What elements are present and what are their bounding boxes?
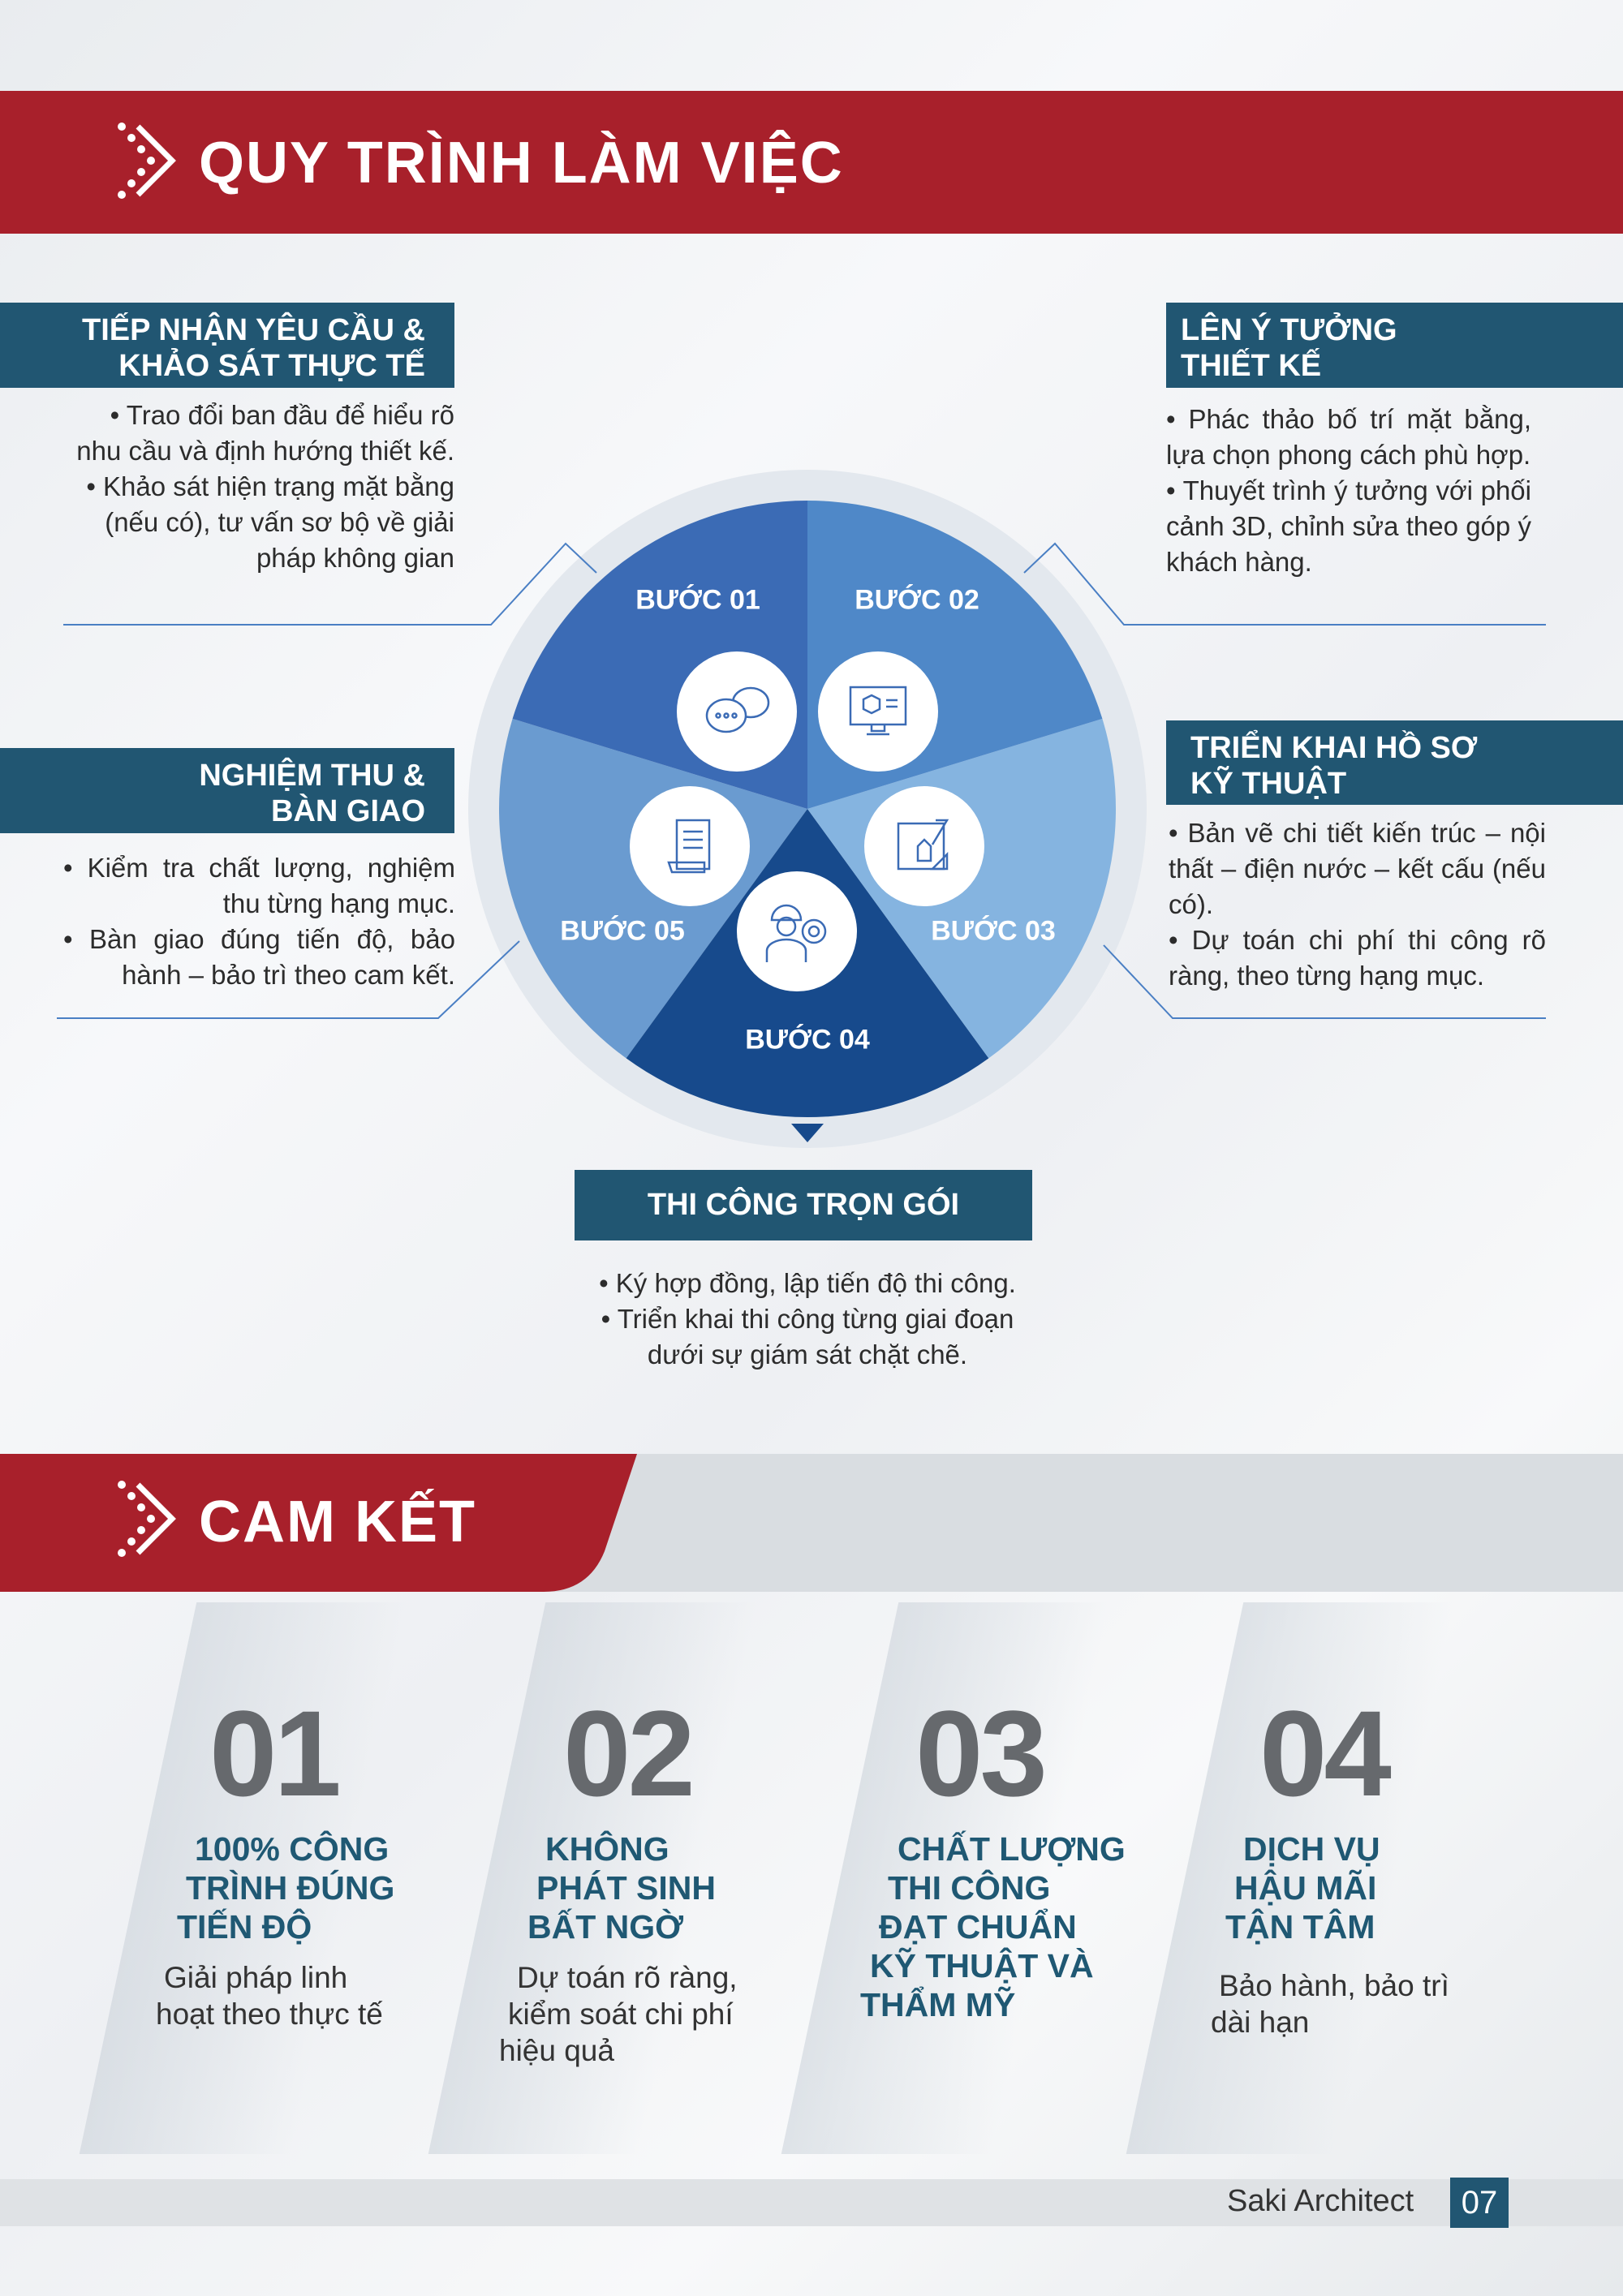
- heading-line: KHÔNG: [545, 1830, 669, 1868]
- chat-bubbles-icon: [677, 651, 797, 772]
- process-title: QUY TRÌNH LÀM VIỆC: [199, 131, 844, 196]
- chevron-arrows-icon: [118, 1481, 176, 1557]
- heading-line: ĐẠT CHUẨN: [879, 1908, 1077, 1946]
- step3-description: • Bản vẽ chi tiết kiến trúc – nội thất –…: [1169, 815, 1546, 994]
- bullet: • Phác thảo bố trí mặt bằng, lựa chọn ph…: [1166, 404, 1531, 470]
- document-icon: [630, 786, 750, 906]
- heading-line: BÀN GIAO: [271, 794, 425, 828]
- step1-description: • Trao đổi ban đầu để hiểu rõ nhu cầu và…: [65, 398, 454, 576]
- commitment-number: 02: [563, 1685, 695, 1821]
- heading-line: NGHIỆM THU &: [199, 759, 425, 793]
- step-label-04: BƯỚC 04: [745, 1024, 870, 1056]
- commitment-title: CAM KẾT: [199, 1490, 476, 1554]
- footer-strip: [0, 2179, 1623, 2226]
- bullet: • Thuyết trình ý tưởng với phối cảnh 3D,…: [1166, 475, 1531, 577]
- heading-line: THI CÔNG TRỌN GÓI: [647, 1188, 960, 1222]
- heading-line: BẤT NGỜ: [527, 1908, 684, 1946]
- step-label-02: BƯỚC 02: [855, 584, 979, 616]
- footer-brand: Saki Architect: [1227, 2184, 1414, 2218]
- step4-description: • Ký hợp đồng, lập tiến độ thi công. • Tr…: [519, 1266, 1096, 1373]
- heading-line: KHẢO SÁT THỰC TẾ: [118, 349, 425, 383]
- bullet: • Kiểm tra chất lượng, nghiệm thu từng h…: [63, 853, 455, 918]
- step1-heading: TIẾP NHẬN YÊU CẦU &KHẢO SÁT THỰC TẾ: [0, 303, 454, 388]
- bullet: • Bản vẽ chi tiết kiến trúc – nội thất –…: [1169, 818, 1546, 919]
- step5-heading: NGHIỆM THU &BÀN GIAO: [0, 748, 454, 833]
- computer-3d-design-icon: [818, 651, 938, 772]
- bullet: • Triển khai thi công từng giai đoạn: [601, 1304, 1014, 1334]
- heading-line: KỸ THUẬT VÀ: [870, 1947, 1094, 1984]
- commitment-band-red: [0, 1454, 637, 1592]
- heading-line: CHẤT LƯỢNG: [898, 1830, 1126, 1868]
- commitment-text: Bảo hành, bảo trì dài hạn: [1211, 1967, 1449, 2040]
- bullet: • Ký hợp đồng, lập tiến độ thi công.: [599, 1268, 1016, 1298]
- engineer-gear-icon: [737, 871, 857, 991]
- page-number: 07: [1450, 2178, 1509, 2228]
- connector-line-step3: [1103, 944, 1546, 1019]
- bullet: • Bàn giao đúng tiến độ, bảo hành – bảo …: [63, 924, 455, 990]
- text-line: kiểm soát chi phí: [508, 1997, 734, 2031]
- wheel-pointer: [791, 1124, 824, 1142]
- step4-heading: THI CÔNG TRỌN GÓI: [575, 1170, 1032, 1240]
- heading-line: TIẾN ĐỘ: [177, 1908, 312, 1946]
- heading-line: KỸ THUẬT: [1190, 767, 1347, 801]
- heading-line: THIẾT KẾ: [1181, 349, 1322, 383]
- heading-line: HẬU MÃI: [1234, 1869, 1377, 1907]
- heading-line: DỊCH VỤ: [1243, 1830, 1380, 1868]
- step2-description: • Phác thảo bố trí mặt bằng, lựa chọn ph…: [1166, 402, 1531, 580]
- commitment-number: 04: [1259, 1685, 1392, 1821]
- commitment-number: 03: [915, 1685, 1048, 1821]
- commitment-number: 01: [209, 1685, 342, 1821]
- heading-line: PHÁT SINH: [536, 1869, 716, 1907]
- text-line: hoạt theo thực tế: [156, 1997, 383, 2031]
- connector-line-step1: [63, 542, 597, 626]
- text-line: Bảo hành, bảo trì: [1219, 1969, 1449, 2002]
- connector-line-step2: [1023, 542, 1546, 626]
- heading-line: 100% CÔNG: [195, 1830, 390, 1868]
- bullet: • Trao đổi ban đầu để hiểu rõ nhu cầu và…: [76, 400, 454, 466]
- bullet: • Khảo sát hiện trạng mặt bằng (nếu có),…: [86, 471, 454, 573]
- text-line: dài hạn: [1211, 2006, 1310, 2039]
- blueprint-drawing-icon: [864, 786, 984, 906]
- chevron-arrows-icon: [118, 123, 176, 199]
- bullet: dưới sự giám sát chặt chẽ.: [647, 1339, 968, 1369]
- step-label-01: BƯỚC 01: [635, 584, 760, 616]
- step5-description: • Kiểm tra chất lượng, nghiệm thu từng h…: [63, 850, 455, 993]
- process-header-band: [0, 91, 1623, 234]
- bullet: • Dự toán chi phí thi công rõ ràng, theo…: [1169, 925, 1546, 991]
- heading-line: TIẾP NHẬN YÊU CẦU &: [82, 313, 425, 347]
- heading-line: TRÌNH ĐÚNG: [186, 1869, 395, 1907]
- step-label-05: BƯỚC 05: [560, 915, 685, 947]
- heading-line: TẬN TÂM: [1225, 1908, 1375, 1946]
- heading-line: THẨM MỸ: [860, 1986, 1016, 2023]
- text-line: hiệu quả: [499, 2034, 614, 2067]
- step-label-03: BƯỚC 03: [931, 915, 1056, 947]
- heading-line: THI CÔNG: [888, 1869, 1051, 1907]
- heading-line: LÊN Ý TƯỞNG: [1181, 313, 1397, 347]
- text-line: Giải pháp linh: [164, 1961, 348, 1994]
- heading-line: TRIỂN KHAI HỒ SƠ: [1190, 731, 1478, 765]
- text-line: Dự toán rõ ràng,: [517, 1961, 738, 1994]
- connector-line-step5: [57, 940, 520, 1019]
